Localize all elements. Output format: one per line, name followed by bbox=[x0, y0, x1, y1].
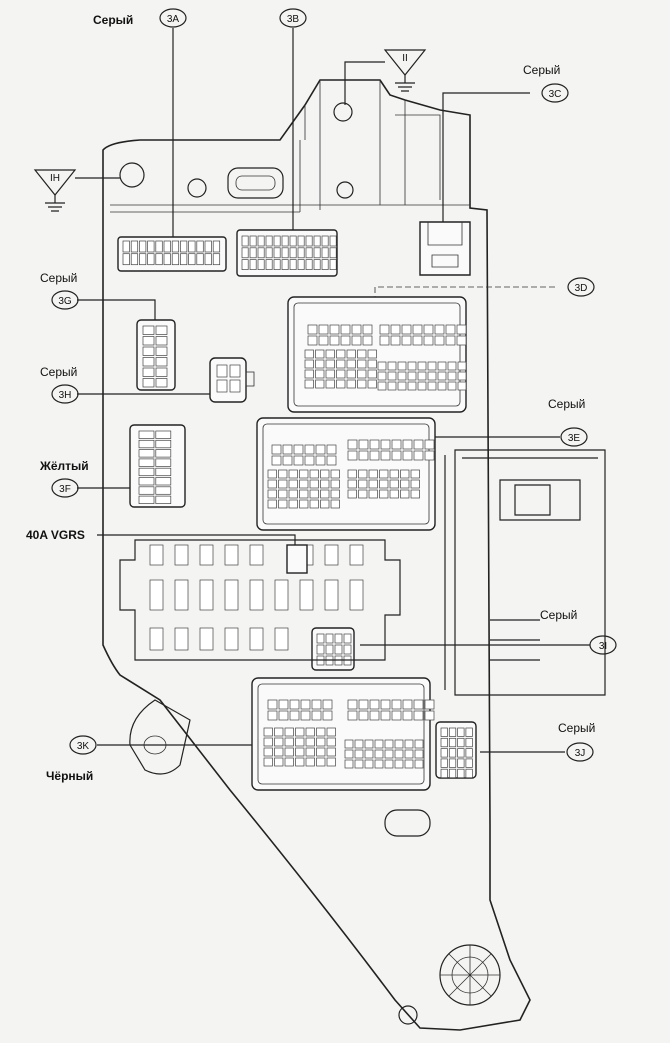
fuse bbox=[149, 627, 164, 651]
callout-3k[interactable]: 3K Чёрный bbox=[46, 735, 97, 783]
fuse bbox=[274, 627, 289, 651]
callout-fuse[interactable]: 40A VGRS bbox=[26, 528, 85, 542]
fuse-block bbox=[119, 539, 401, 661]
callout-3d[interactable]: 3D bbox=[567, 277, 595, 297]
callout-3e[interactable]: Серый 3E bbox=[548, 397, 588, 447]
fuse bbox=[324, 544, 339, 566]
fuse bbox=[349, 579, 364, 611]
bottom-hole bbox=[398, 1005, 418, 1025]
callout-3i-id: 3I bbox=[599, 641, 607, 652]
slot-top-inner bbox=[235, 175, 276, 191]
callout-3g[interactable]: Серый 3G bbox=[40, 271, 79, 310]
callout-3e-id: 3E bbox=[568, 433, 581, 444]
connector-3b bbox=[236, 229, 338, 277]
connector-3j bbox=[435, 721, 477, 779]
fuse bbox=[249, 579, 264, 611]
fuse bbox=[199, 579, 214, 611]
callout-3g-id: 3G bbox=[58, 296, 72, 307]
label-3j-color: Серый bbox=[558, 721, 595, 735]
connector-3g bbox=[136, 319, 176, 391]
connector-3a bbox=[117, 236, 227, 272]
ground-label-left: IH bbox=[50, 173, 60, 184]
fuse bbox=[224, 627, 239, 651]
callout-3b[interactable]: 3B bbox=[279, 8, 307, 28]
callout-3i[interactable]: Серый 3I bbox=[540, 608, 617, 655]
fuse-layer bbox=[149, 544, 364, 651]
fuse bbox=[149, 544, 164, 566]
fuse bbox=[174, 627, 189, 651]
callout-3h[interactable]: Серый 3H bbox=[40, 365, 79, 404]
connector-3e bbox=[256, 417, 436, 531]
callout-3j-id: 3J bbox=[575, 748, 586, 759]
label-3c-color: Серый bbox=[523, 63, 560, 77]
fuse bbox=[249, 627, 264, 651]
leader-lines bbox=[77, 28, 590, 753]
callout-3k-id: 3K bbox=[77, 741, 90, 752]
slot-top bbox=[227, 167, 284, 199]
ground-symbol-top: II bbox=[344, 49, 427, 105]
callout-3h-id: 3H bbox=[59, 390, 72, 401]
callout-3j[interactable]: Серый 3J bbox=[558, 721, 595, 762]
label-3i-color: Серый bbox=[540, 608, 577, 622]
label-3e-color: Серый bbox=[548, 397, 585, 411]
mount-hole-top bbox=[333, 102, 353, 122]
callout-3a-id: 3A bbox=[167, 14, 180, 25]
fuse bbox=[249, 544, 264, 566]
callout-3c-id: 3C bbox=[549, 89, 562, 100]
label-3h-color: Серый bbox=[40, 365, 77, 379]
fuse bbox=[224, 544, 239, 566]
connector-3d bbox=[287, 296, 467, 413]
label-3g-color: Серый bbox=[40, 271, 77, 285]
fuse bbox=[224, 579, 239, 611]
connector-layer bbox=[117, 221, 477, 791]
fuse bbox=[349, 544, 364, 566]
label-3k-color: Чёрный bbox=[46, 769, 93, 783]
fuse bbox=[199, 627, 214, 651]
callout-3d-id: 3D bbox=[575, 283, 588, 294]
connector-3f bbox=[129, 424, 186, 508]
fuse bbox=[274, 579, 289, 611]
mount-hole-2 bbox=[187, 178, 207, 198]
callout-3a[interactable]: Серый 3A bbox=[93, 8, 187, 28]
mount-hole-3 bbox=[336, 181, 354, 199]
right-bracket bbox=[444, 449, 606, 696]
fuse-40a-vgrs bbox=[286, 544, 308, 574]
connector-3c bbox=[419, 221, 471, 276]
bracket-ear-3k bbox=[129, 699, 191, 775]
slot-lower bbox=[384, 809, 431, 837]
label-3a-color: Серый bbox=[93, 13, 133, 27]
label-3f-color: Жёлтый bbox=[39, 459, 89, 473]
fuse bbox=[149, 579, 164, 611]
callout-3b-id: 3B bbox=[287, 14, 300, 25]
ground-symbol-left: IH bbox=[33, 169, 120, 212]
fuse bbox=[199, 544, 214, 566]
ground-label-top: II bbox=[402, 53, 408, 64]
fuse bbox=[324, 579, 339, 611]
callout-3f-id: 3F bbox=[59, 484, 71, 495]
connector-3h bbox=[209, 357, 255, 403]
callout-3f[interactable]: Жёлтый 3F bbox=[39, 459, 89, 498]
fuse-label: 40A VGRS bbox=[26, 528, 85, 542]
fuse bbox=[174, 579, 189, 611]
mount-hole-left bbox=[119, 162, 145, 188]
connector-3k bbox=[251, 677, 435, 791]
fuse bbox=[174, 544, 189, 566]
connector-3i bbox=[311, 627, 355, 671]
top-plate bbox=[110, 80, 470, 213]
fuse bbox=[299, 579, 314, 611]
callout-3c[interactable]: Серый 3C bbox=[523, 63, 569, 103]
housing-outline bbox=[102, 79, 531, 1031]
